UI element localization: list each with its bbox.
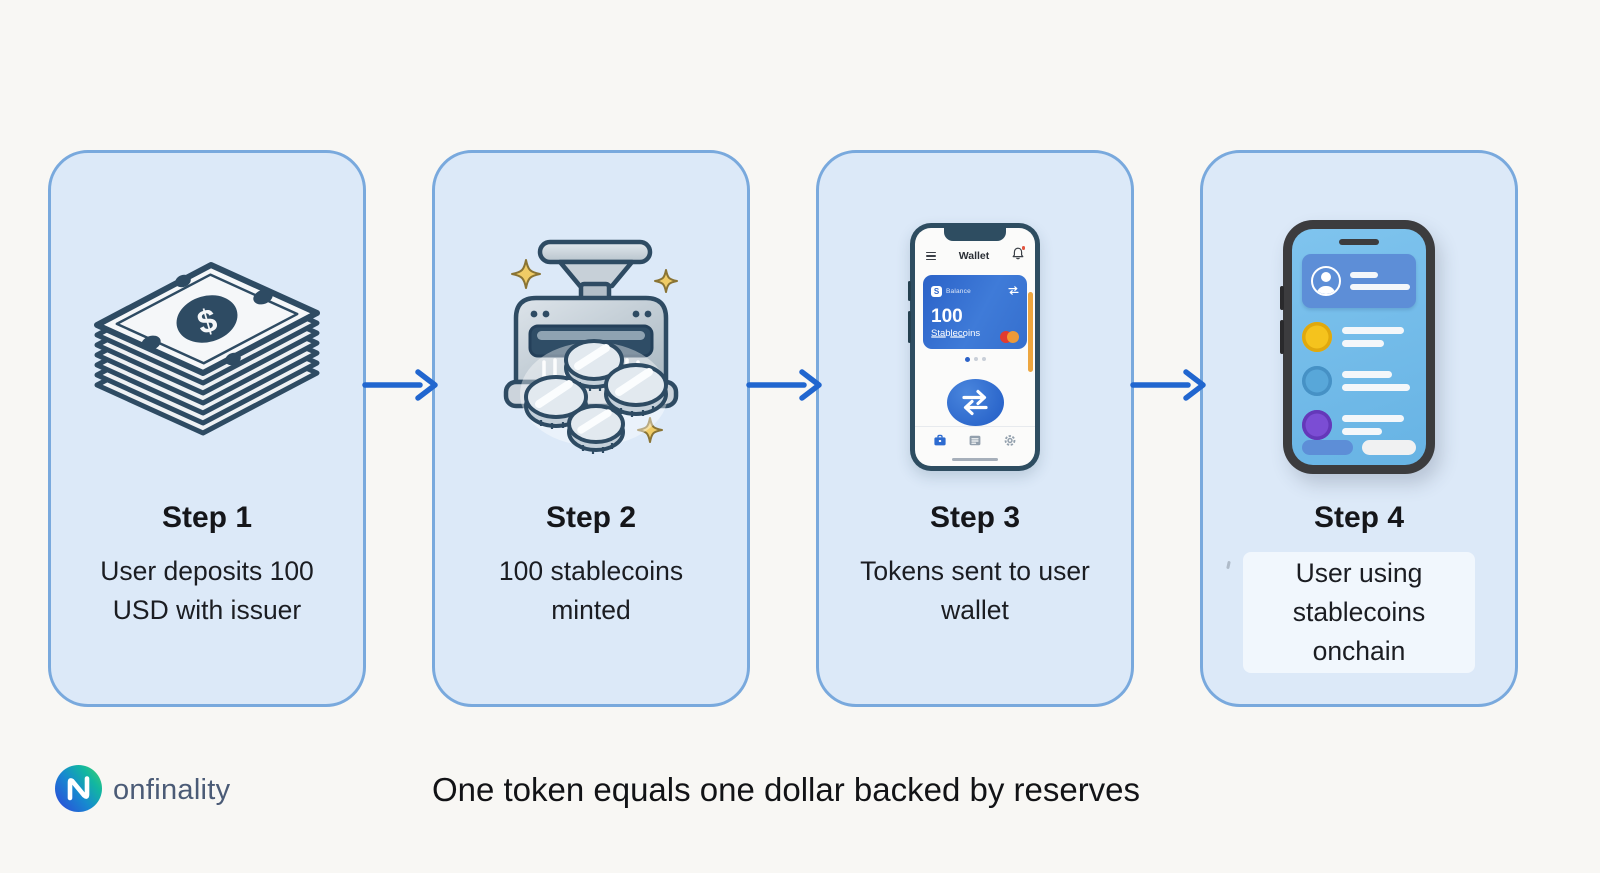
camera-pill xyxy=(1339,239,1379,245)
step-card-1: $ Step 1 User deposits 100 USD with issu… xyxy=(48,150,366,707)
next-card-peek xyxy=(1027,292,1033,372)
transfer-icon xyxy=(1008,282,1019,300)
brand-name: onfinality xyxy=(113,774,231,806)
card-number-dashes xyxy=(931,335,965,338)
step-card-2: Step 2 100 stablecoins minted xyxy=(432,150,750,707)
step-description: Tokens sent to user wallet xyxy=(860,556,1090,625)
home-indicator xyxy=(952,458,998,462)
balance-unit: Stablecoins xyxy=(931,328,981,339)
carousel-dots xyxy=(915,356,1035,362)
balance-amount: 100 xyxy=(931,306,963,327)
app-phone-3d-icon xyxy=(1280,211,1435,483)
primary-action-button xyxy=(1302,440,1353,455)
token-list-item xyxy=(1302,366,1416,396)
sparkle-icon xyxy=(511,259,541,289)
bell-icon xyxy=(1012,246,1025,265)
step-title: Step 2 xyxy=(545,501,637,534)
secondary-action-button xyxy=(1361,440,1416,455)
flow-arrow-icon xyxy=(362,369,438,401)
token-list-item xyxy=(1302,410,1416,440)
purple-token-icon xyxy=(1302,410,1332,440)
balance-card: S Balance 100 xyxy=(923,275,1027,349)
cash-stack-icon: $ xyxy=(81,211,333,483)
sparkle-icon xyxy=(654,269,678,293)
wallet-app-title: Wallet xyxy=(958,250,990,262)
step-title: Step 1 xyxy=(161,501,253,534)
coin-icon xyxy=(604,363,668,417)
flow-arrow-icon xyxy=(1130,369,1206,401)
profile-header-card xyxy=(1302,254,1416,308)
sparkle-icon xyxy=(637,417,663,443)
step-title: Step 4 xyxy=(1313,501,1405,534)
blue-token-icon xyxy=(1302,366,1332,396)
step-description: User deposits 100 USD with issuer xyxy=(100,556,314,625)
phone-notch xyxy=(944,228,1006,241)
step-card-4: Step 4 User using stablecoins onchain xyxy=(1200,150,1518,707)
token-chip-icon: S xyxy=(931,285,942,297)
token-list-item xyxy=(1302,322,1416,352)
card-network-icon xyxy=(1000,330,1019,343)
step-description: User using stablecoins onchain xyxy=(1243,552,1475,673)
avatar-icon xyxy=(1311,266,1341,296)
minting-machine-icon xyxy=(484,211,698,483)
menu-icon xyxy=(926,250,936,263)
swap-button-icon xyxy=(946,378,1004,427)
step-card-3: Wallet S Balance xyxy=(816,150,1134,707)
step-description: 100 stablecoins minted xyxy=(498,556,684,625)
onfinality-logo-icon xyxy=(55,765,102,812)
smartphone-3d-frame xyxy=(1280,220,1435,474)
coin-icon xyxy=(524,375,588,429)
profile-text-lines xyxy=(1350,272,1410,290)
balance-label: Balance xyxy=(946,287,971,295)
wallet-phone-icon: Wallet S Balance xyxy=(907,211,1040,483)
smartphone-frame: Wallet S Balance xyxy=(907,223,1040,471)
step-title: Step 3 xyxy=(929,501,1021,534)
bottom-nav-bar xyxy=(915,426,1035,454)
settings-tab-icon xyxy=(1003,434,1017,452)
diagram-caption: One token equals one dollar backed by re… xyxy=(431,771,1141,808)
wallet-tab-icon xyxy=(933,434,947,452)
gold-token-icon xyxy=(1302,322,1332,352)
flow-arrow-icon xyxy=(746,369,822,401)
coin-icon xyxy=(567,404,625,454)
smudge-artifact xyxy=(1226,560,1231,570)
transactions-tab-icon xyxy=(968,434,982,452)
